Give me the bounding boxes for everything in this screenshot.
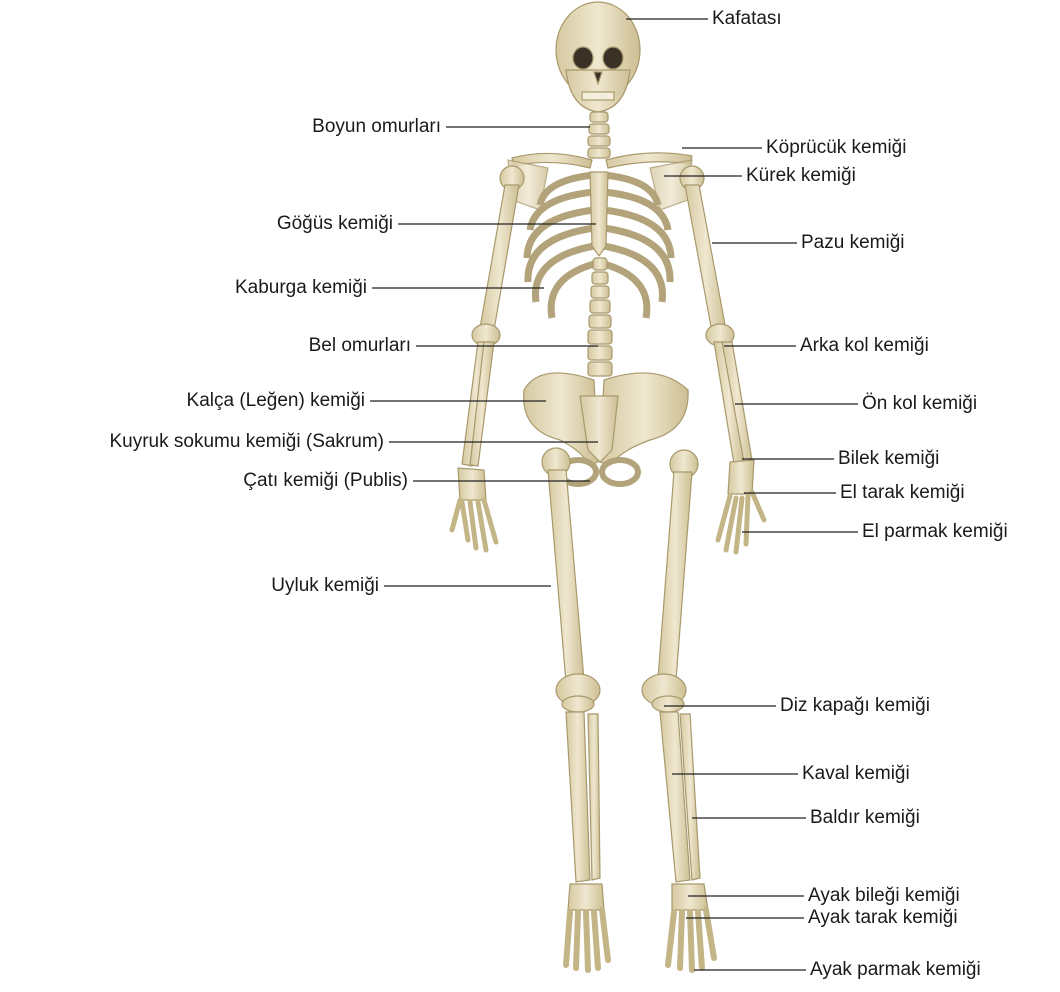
label-uyluk-kemigi: Uyluk kemiği <box>271 575 379 597</box>
femur-left <box>542 448 600 706</box>
label-cati-kemigi: Çatı kemiği (Publis) <box>243 470 408 492</box>
label-arka-kol-kemigi: Arka kol kemiği <box>800 335 929 357</box>
sternum <box>590 172 608 256</box>
label-gogus-kemigi: Göğüs kemiği <box>277 213 393 235</box>
cervical-vertebrae <box>588 112 610 158</box>
label-ayak-parmak-kemigi: Ayak parmak kemiği <box>810 959 981 981</box>
spine <box>588 258 612 376</box>
arm-right <box>680 166 764 552</box>
leg-lower-right <box>660 712 714 970</box>
patella-left <box>562 696 594 712</box>
label-kaval-kemigi: Kaval kemiği <box>802 763 910 785</box>
label-kaburga-kemigi: Kaburga kemiği <box>235 277 367 299</box>
femur-right <box>642 450 698 706</box>
label-ayak-bilegi-kemigi: Ayak bileği kemiği <box>808 885 960 907</box>
leg-lower-left <box>566 712 608 970</box>
label-koprucuk-kemigi: Köprücük kemiği <box>766 137 906 159</box>
label-kafatasi: Kafatası <box>712 8 782 30</box>
label-kalca-kemigi: Kalça (Leğen) kemiği <box>187 390 365 412</box>
label-el-parmak-kemigi: El parmak kemiği <box>862 521 1008 543</box>
label-kuyruk-sokumu-kemigi: Kuyruk sokumu kemiği (Sakrum) <box>109 431 384 453</box>
label-pazu-kemigi: Pazu kemiği <box>801 232 905 254</box>
label-el-tarak-kemigi: El tarak kemiği <box>840 482 965 504</box>
label-boyun-omurlari: Boyun omurları <box>312 116 441 138</box>
label-bel-omurlari: Bel omurları <box>309 335 411 357</box>
patella-right <box>652 696 684 712</box>
label-diz-kapagi-kemigi: Diz kapağı kemiği <box>780 695 930 717</box>
label-kurek-kemigi: Kürek kemiği <box>746 165 856 187</box>
label-ayak-tarak-kemigi: Ayak tarak kemiği <box>808 907 958 929</box>
label-bilek-kemigi: Bilek kemiği <box>838 448 939 470</box>
label-on-kol-kemigi: Ön kol kemiği <box>862 393 977 415</box>
label-baldir-kemigi: Baldır kemiği <box>810 807 920 829</box>
